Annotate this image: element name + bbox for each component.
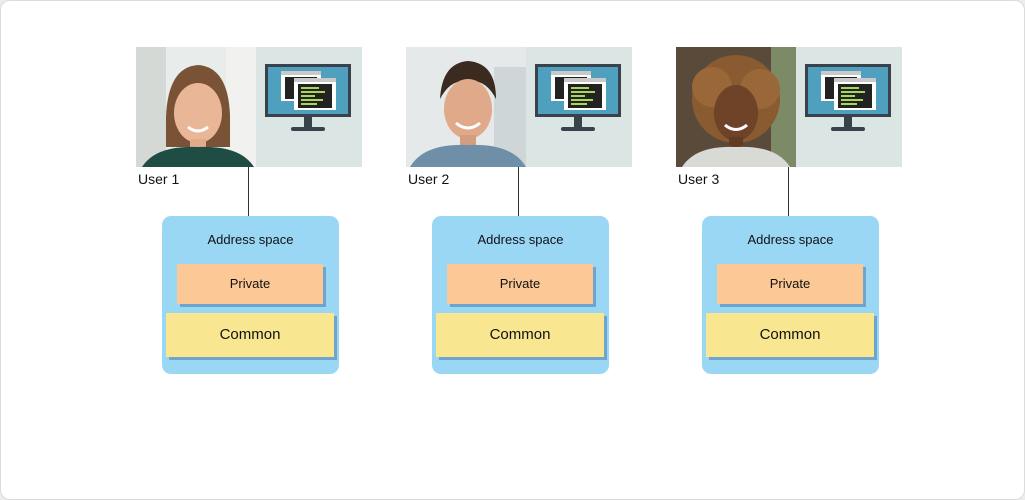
user-label: User 2 [408,171,450,187]
person-photo-icon [406,47,526,167]
person-photo-icon [676,47,796,167]
address-space-title: Address space [207,232,294,247]
user-group-1: User 1 Address space Private Common [136,47,366,377]
user-group-3: User 3 Address space Private Common [676,47,906,377]
private-region: Private [447,264,593,304]
monitor-icon [265,64,351,131]
computer-panel [526,47,632,167]
monitor-icon [535,64,621,131]
person-photo-icon [136,47,256,167]
user-photo [136,47,256,167]
user-group-2: User 2 Address space Private Common [406,47,636,377]
user-label: User 1 [138,171,180,187]
monitor-icon [805,64,891,131]
common-region: Common [436,313,604,357]
common-region: Common [166,313,334,357]
connector-line [788,167,789,217]
private-region: Private [177,264,323,304]
common-region: Common [706,313,874,357]
address-space-box: Address space Private Common [162,216,339,374]
user-photo [676,47,796,167]
private-region: Private [717,264,863,304]
address-space-box: Address space Private Common [432,216,609,374]
address-space-title: Address space [747,232,834,247]
computer-panel [256,47,362,167]
user-photo [406,47,526,167]
user-label: User 3 [678,171,720,187]
connector-line [248,167,249,217]
computer-panel [796,47,902,167]
connector-line [518,167,519,217]
address-space-box: Address space Private Common [702,216,879,374]
address-space-title: Address space [477,232,564,247]
